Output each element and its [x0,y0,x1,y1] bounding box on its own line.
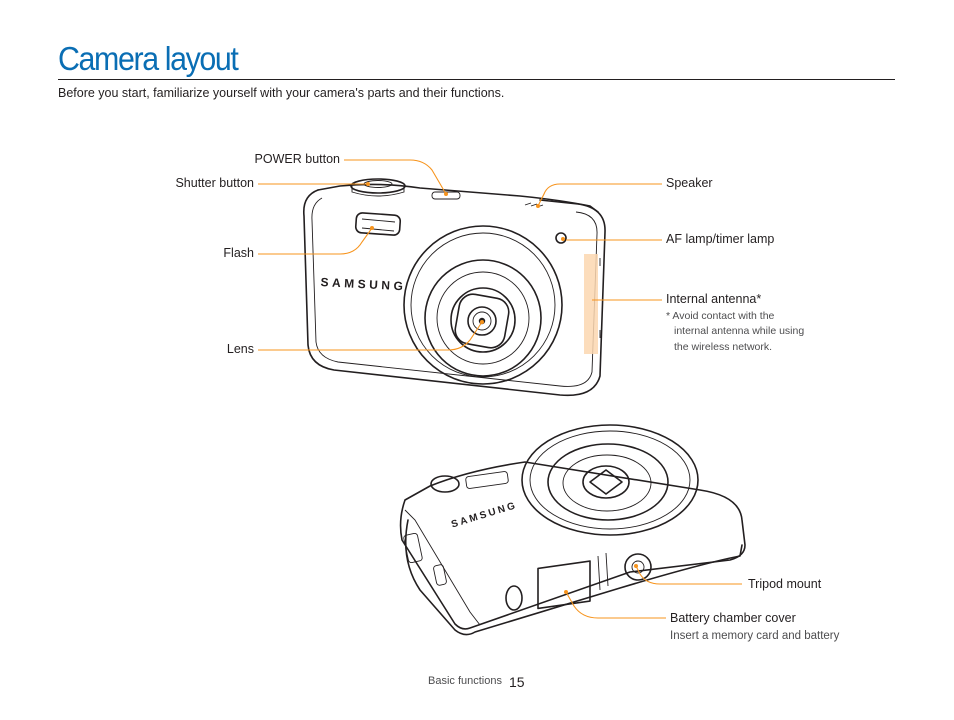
battery-cover-label: Battery chamber cover [670,611,796,625]
shutter-button-drawing [350,178,406,194]
tripod-mount-label: Tripod mount [748,577,822,591]
lens-drawing [467,306,497,336]
flash-label: Flash [223,246,254,260]
shutter-button-label: Shutter button [175,176,254,190]
camera-bottom-view [399,424,746,636]
callout-lines [258,159,742,619]
tripod-mount-drawing [624,553,652,581]
page-number: 15 [509,674,525,690]
title-rule [58,79,895,80]
page-subtitle: Before you start, familiarize yourself w… [58,86,505,100]
power-button-label: POWER button [254,152,340,166]
battery-cover-drawing [537,560,591,610]
camera-front-view [302,178,606,397]
speaker-label: Speaker [666,176,713,190]
antenna-note-line-3: the wireless network. [674,341,773,353]
flash-drawing [354,212,402,236]
page-title: Camera layout [58,40,239,77]
af-lamp-label: AF lamp/timer lamp [666,232,775,246]
antenna-note-line-2: internal antenna while using [674,325,805,337]
internal-antenna-label: Internal antenna* [666,292,762,306]
af-lamp-drawing [555,232,567,244]
antenna-note-line-1: * Avoid contact with the [666,310,775,322]
antenna-highlight [584,254,598,354]
lens-label: Lens [226,342,254,356]
footer-section: Basic functions [428,675,502,687]
battery-cover-note: Insert a memory card and battery [670,630,840,642]
